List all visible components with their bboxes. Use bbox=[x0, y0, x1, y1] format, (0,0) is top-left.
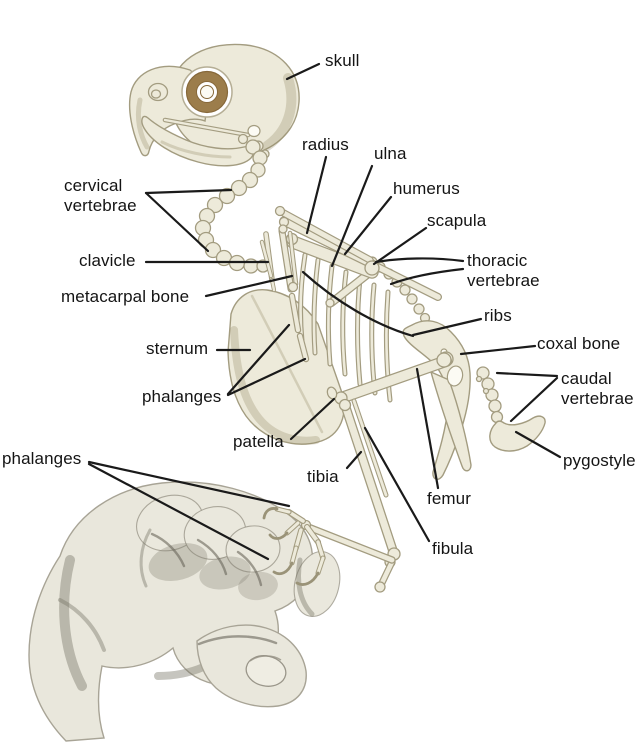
label-cervical-vertebrae: cervical vertebrae bbox=[64, 176, 137, 215]
leader-phalanges-wing-b bbox=[226, 357, 307, 397]
leader-caudal-b bbox=[509, 376, 559, 423]
leader-skull bbox=[285, 62, 321, 81]
leader-humerus bbox=[343, 195, 393, 256]
leader-ulna bbox=[330, 164, 374, 268]
label-coxal-bone: coxal bone bbox=[537, 334, 621, 353]
leader-ribs bbox=[411, 317, 483, 337]
skull-illustration bbox=[128, 43, 300, 167]
leader-patella bbox=[289, 397, 336, 441]
ribs-illustration bbox=[298, 252, 393, 403]
foot-phalanges-illustration bbox=[262, 506, 326, 586]
fingernail bbox=[245, 655, 287, 687]
leader-ribs-curve bbox=[301, 270, 415, 338]
wing-illustration bbox=[259, 205, 442, 363]
leader-pygostyle bbox=[514, 430, 562, 459]
label-femur: femur bbox=[427, 489, 471, 508]
label-fibula: fibula bbox=[432, 539, 474, 558]
leader-tibia bbox=[345, 450, 363, 470]
hand-illustration bbox=[28, 481, 341, 742]
leg-illustration bbox=[262, 352, 452, 593]
leader-coxal bbox=[459, 344, 537, 356]
label-pygostyle: pygostyle bbox=[563, 451, 636, 470]
eye-socket bbox=[181, 66, 233, 118]
label-phalanges-wing: phalanges bbox=[142, 387, 222, 406]
label-patella: patella bbox=[233, 432, 284, 451]
leader-phalanges-wing-a bbox=[226, 323, 291, 396]
leader-thoracic-a bbox=[374, 257, 465, 264]
cervical-vertebrae-illustration bbox=[194, 139, 270, 274]
leader-phalanges-foot-b bbox=[87, 462, 270, 561]
leader-cervical-a bbox=[144, 188, 233, 195]
label-skull: skull bbox=[325, 51, 360, 70]
label-phalanges-foot: phalanges bbox=[2, 449, 82, 468]
leader-fibula bbox=[363, 426, 431, 543]
label-tibia: tibia bbox=[307, 467, 339, 486]
leader-cervical-b bbox=[144, 191, 210, 253]
leader-phalanges-foot-a bbox=[87, 460, 291, 508]
label-humerus: humerus bbox=[393, 179, 460, 198]
caudal-vertebrae-illustration bbox=[475, 366, 504, 424]
leader-femur bbox=[415, 367, 440, 490]
leader-scapula bbox=[372, 226, 428, 266]
label-scapula: scapula bbox=[427, 211, 487, 230]
leader-radius bbox=[305, 155, 328, 235]
leader-thoracic-b bbox=[389, 267, 465, 286]
leader-metacarpal bbox=[204, 274, 294, 298]
label-caudal-vertebrae: caudal vertebrae bbox=[561, 369, 634, 408]
label-metacarpal-bone: metacarpal bone bbox=[61, 287, 190, 306]
label-ribs: ribs bbox=[484, 306, 512, 325]
label-ulna: ulna bbox=[374, 144, 407, 163]
label-radius: radius bbox=[302, 135, 349, 154]
label-clavicle: clavicle bbox=[79, 251, 136, 270]
label-thoracic-vertebrae: thoracic vertebrae bbox=[467, 251, 540, 290]
leader-caudal-a bbox=[495, 371, 559, 378]
leader-lines bbox=[87, 62, 562, 561]
label-sternum: sternum bbox=[146, 339, 209, 358]
coxal-bone-illustration bbox=[402, 320, 472, 480]
